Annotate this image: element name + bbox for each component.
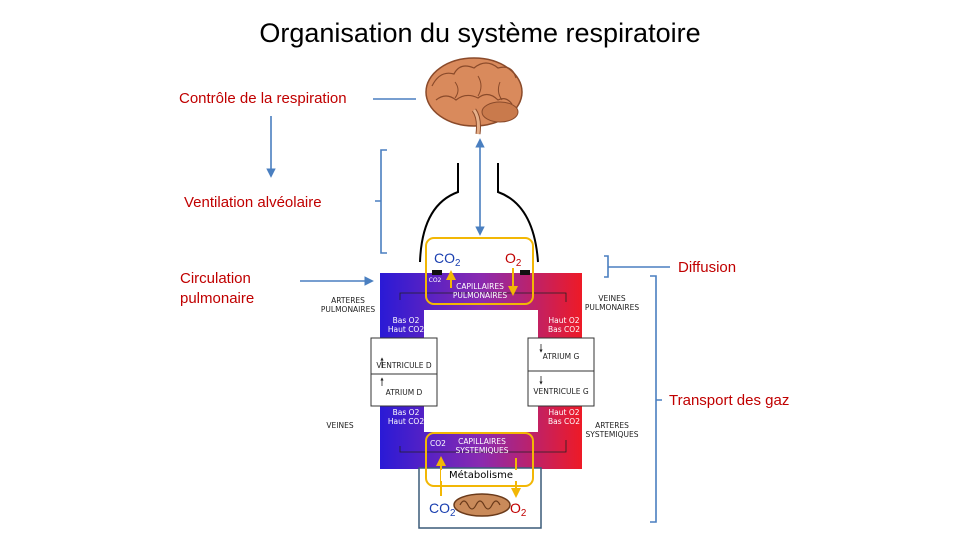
text-arteres-systemiques-l1: ARTERES [595, 421, 629, 430]
text-arteres-pulmonaires-l2: PULMONAIRES [320, 305, 376, 314]
label-transport: Transport des gaz [669, 392, 790, 409]
text-capillaires-pulmonaires-l1: CAPILLAIRES [456, 282, 504, 291]
gas-o2-pulmonary-sub: 2 [515, 258, 522, 269]
text-pulm-artery-haut-co2: Haut CO2 [387, 325, 425, 334]
text-capillaires-systemiques-l1: CAPILLAIRES [458, 437, 506, 446]
text-co2-pulmonary-small: CO2 [428, 277, 442, 284]
text-atrium-d: ATRIUM D [385, 388, 423, 397]
text-pulm-artery-bas-o2: Bas O2 [392, 316, 420, 325]
diffusion-bracket [604, 255, 670, 278]
text-ventricule-g: VENTRICULE G [533, 387, 589, 396]
text-pulm-artery-levels: Bas O2 Haut CO2 [384, 316, 428, 334]
text-capillaires-pulmonaires-l2: PULMONAIRES [452, 291, 508, 300]
label-circulation-line1: Circulation [180, 270, 251, 287]
gas-o2-tissue-sub: 2 [520, 508, 527, 519]
right-heart-box [370, 337, 438, 407]
text-capillaires-systemiques: CAPILLAIRES SYSTEMIQUES [450, 437, 514, 455]
gas-o2-tissue-base: O [510, 500, 521, 516]
text-metabolisme: Métabolisme [441, 470, 521, 481]
text-arteres-systemiques: ARTERES SYSTEMIQUES [582, 421, 642, 439]
text-veines-pulmonaires: VEINES PULMONAIRES [582, 294, 642, 312]
gas-o2-pulmonary-base: O [505, 250, 516, 266]
text-co2-systemic-small: CO2 [430, 439, 446, 448]
label-circulation: Circulation pulmonaire [180, 269, 254, 309]
text-ventricule-d: VENTRICULE D [376, 361, 432, 370]
text-pulm-vein-levels: Haut O2 Bas CO2 [542, 316, 586, 334]
text-artery-levels: Haut O2 Bas CO2 [542, 408, 586, 426]
text-pulm-vein-bas-co2: Bas CO2 [548, 325, 580, 334]
text-veines-pulmonaires-l1: VEINES [598, 294, 626, 303]
brain-icon [425, 57, 523, 135]
heart-chambers [370, 337, 595, 407]
left-heart-box [527, 337, 595, 407]
mitochondrion-icon [453, 493, 511, 517]
text-pulm-vein-haut-o2: Haut O2 [548, 316, 580, 325]
gas-co2-pulmonary: CO2 [434, 250, 460, 269]
airway-outline [419, 163, 539, 263]
gas-o2-pulmonary: O2 [505, 250, 521, 269]
text-vein-bas-o2: Bas O2 [392, 408, 420, 417]
label-circulation-line2: pulmonaire [180, 290, 255, 307]
label-ventilation: Ventilation alvéolaire [184, 194, 322, 211]
label-controle: Contrôle de la respiration [179, 90, 347, 107]
text-vein-haut-co2: Haut CO2 [387, 417, 425, 426]
label-diffusion: Diffusion [678, 259, 737, 276]
gas-co2-tissue-sub: 2 [450, 508, 456, 519]
gas-o2-tissue: O2 [510, 500, 526, 519]
text-vein-levels: Bas O2 Haut CO2 [384, 408, 428, 426]
text-veines-pulmonaires-l2: PULMONAIRES [584, 303, 640, 312]
text-arteres-pulmonaires-l1: ARTERES [331, 296, 365, 305]
pulmonary-exchange-highlight [425, 237, 534, 305]
text-artery-bas-co2: Bas CO2 [548, 417, 580, 426]
gas-co2-pulmonary-sub: 2 [455, 258, 461, 269]
text-arteres-systemiques-l2: SYSTEMIQUES [585, 430, 639, 439]
text-veines: VEINES [326, 421, 354, 430]
text-artery-haut-o2: Haut O2 [548, 408, 580, 417]
systemic-exchange-highlight [425, 432, 534, 487]
transport-bracket [650, 275, 662, 523]
text-capillaires-systemiques-l2: SYSTEMIQUES [455, 446, 509, 455]
gas-co2-pulmonary-base: CO [434, 250, 455, 266]
text-arteres-pulmonaires: ARTERES PULMONAIRES [318, 296, 378, 314]
ventilation-bracket [375, 149, 387, 254]
page-title: Organisation du système respiratoire [259, 18, 701, 48]
text-capillaires-pulmonaires: CAPILLAIRES PULMONAIRES [448, 282, 512, 300]
text-atrium-g: ATRIUM G [542, 352, 580, 361]
gas-co2-tissue-base: CO [429, 500, 450, 516]
gas-co2-tissue: CO2 [429, 500, 455, 519]
